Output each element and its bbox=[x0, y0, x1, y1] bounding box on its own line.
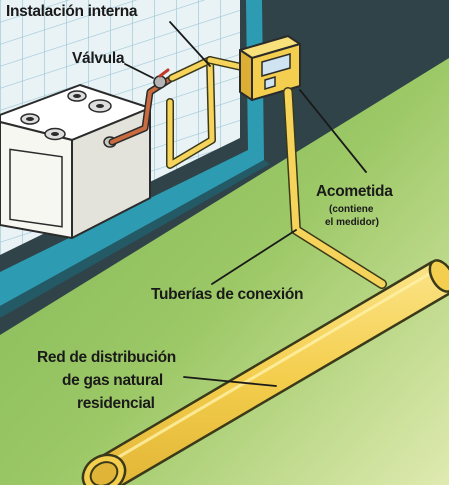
distribution-pipe bbox=[81, 259, 449, 485]
leader-instalacion bbox=[169, 21, 211, 67]
wall-trim-shadow bbox=[0, 160, 270, 318]
stove bbox=[0, 84, 151, 239]
leader-valvula bbox=[124, 63, 154, 79]
leader-acometida bbox=[299, 89, 367, 173]
label-residencial: residencial bbox=[77, 395, 155, 412]
label-gas-natural: de gas natural bbox=[62, 372, 163, 389]
label-tuberias-conexion: Tuberías de conexión bbox=[151, 286, 303, 303]
label-valvula: Válvula bbox=[72, 50, 125, 67]
label-contiene: (contiene bbox=[329, 204, 374, 215]
meter-box bbox=[239, 35, 301, 101]
label-el-medidor: el medidor) bbox=[325, 217, 379, 228]
label-acometida: Acometida bbox=[316, 183, 393, 200]
leader-tuberias bbox=[211, 229, 297, 285]
label-instalacion-interna: Instalación interna bbox=[6, 3, 138, 20]
label-red-distribucion: Red de distribución bbox=[37, 349, 176, 366]
wall-trim bbox=[0, 0, 264, 306]
valve bbox=[153, 68, 170, 89]
leader-red bbox=[183, 376, 277, 387]
leader-lines bbox=[124, 21, 367, 387]
